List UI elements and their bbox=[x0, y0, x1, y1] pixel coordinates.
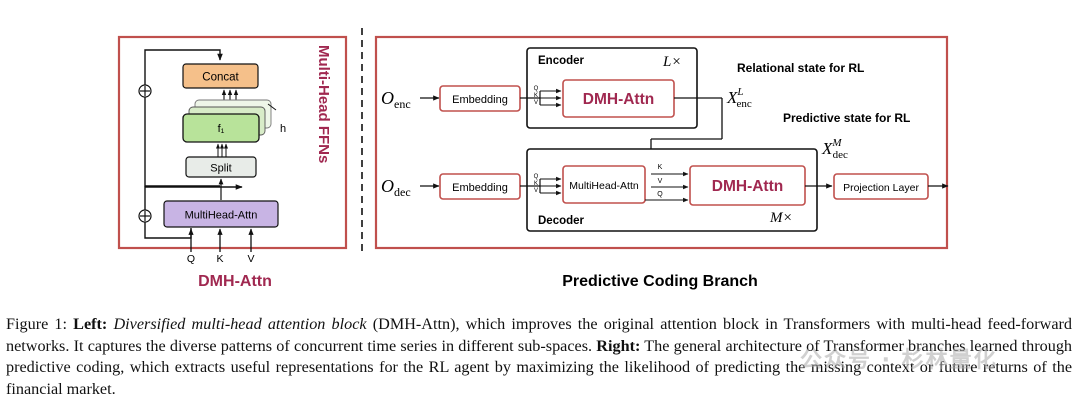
multihead-attn-decoder-box bbox=[562, 165, 646, 204]
decoder-repeat-label: M× bbox=[769, 210, 793, 226]
ffn-h-label: h bbox=[280, 123, 286, 135]
input-q-label: Q bbox=[187, 253, 195, 265]
figure-caption: Figure 1: Left: Diversified multi-head a… bbox=[6, 314, 1072, 400]
o-enc-label: Oenc bbox=[381, 88, 411, 111]
dec-attn-q-label: Q bbox=[657, 191, 663, 198]
encoder-label: Encoder bbox=[538, 55, 585, 67]
relational-state-label: Relational state for RL bbox=[737, 61, 864, 75]
multihead-attn-box bbox=[163, 200, 279, 228]
multihead-attn-decoder-label: MultiHead-Attn bbox=[569, 180, 639, 192]
dec-k-label: K bbox=[534, 181, 538, 187]
concat-box bbox=[182, 63, 259, 89]
predictive-state-label: Predictive state for RL bbox=[783, 111, 910, 125]
left-panel: Concat f₁ h Split MultiHead-Attn Q K V M… bbox=[117, 35, 348, 290]
caption-text-2: The general architecture of Transformer … bbox=[6, 336, 1073, 398]
right-panel-frame bbox=[374, 35, 949, 250]
caption-right-label: Right: bbox=[596, 336, 641, 355]
embedding-decoder-label: Embedding bbox=[452, 182, 508, 194]
split-box bbox=[185, 156, 257, 178]
dmh-attn-encoder-label: DMH-Attn bbox=[583, 91, 654, 108]
enc-k-label: K bbox=[534, 93, 538, 99]
multi-head-ffns-title: Multi-Head FFNs bbox=[315, 45, 332, 163]
caption-left-label: Left: bbox=[73, 315, 108, 333]
caption-text-1: (DMH-Attn), which improves the original … bbox=[6, 315, 1072, 355]
concat-label: Concat bbox=[202, 72, 239, 84]
multihead-attn-label: MultiHead-Attn bbox=[185, 210, 258, 222]
encoder-repeat-label: L× bbox=[662, 54, 681, 70]
dmh-attn-decoder-label: DMH-Attn bbox=[712, 178, 783, 195]
split-label: Split bbox=[210, 163, 231, 175]
embedding-encoder-label: Embedding bbox=[452, 94, 508, 106]
dec-q-label: Q bbox=[534, 174, 539, 180]
dec-attn-v-label: V bbox=[658, 178, 663, 185]
right-panel: Oenc Embedding Encoder L× Q K V DMH-Attn… bbox=[374, 35, 949, 290]
caption-figure-number: Figure 1: bbox=[6, 315, 74, 333]
decoder-label: Decoder bbox=[538, 215, 585, 227]
dec-attn-k-label: K bbox=[658, 164, 663, 171]
enc-v-label: V bbox=[534, 100, 538, 106]
ffn-f1-label: f₁ bbox=[218, 123, 225, 135]
predictive-coding-branch-title: Predictive Coding Branch bbox=[562, 273, 758, 290]
enc-q-label: Q bbox=[534, 86, 539, 92]
caption-block-name: Diversified multi-head attention block bbox=[113, 315, 367, 333]
ffn-f1-box bbox=[182, 113, 260, 143]
input-v-label: V bbox=[247, 253, 254, 265]
watermark: 公众号 · 杉林量化 bbox=[800, 348, 998, 373]
dec-v-label: V bbox=[534, 188, 538, 194]
dmh-attn-title: DMH-Attn bbox=[198, 273, 272, 290]
projection-layer-label: Projection Layer bbox=[843, 182, 919, 194]
left-panel-frame bbox=[117, 35, 348, 250]
o-dec-label: Odec bbox=[381, 176, 411, 199]
input-k-label: K bbox=[216, 253, 223, 265]
